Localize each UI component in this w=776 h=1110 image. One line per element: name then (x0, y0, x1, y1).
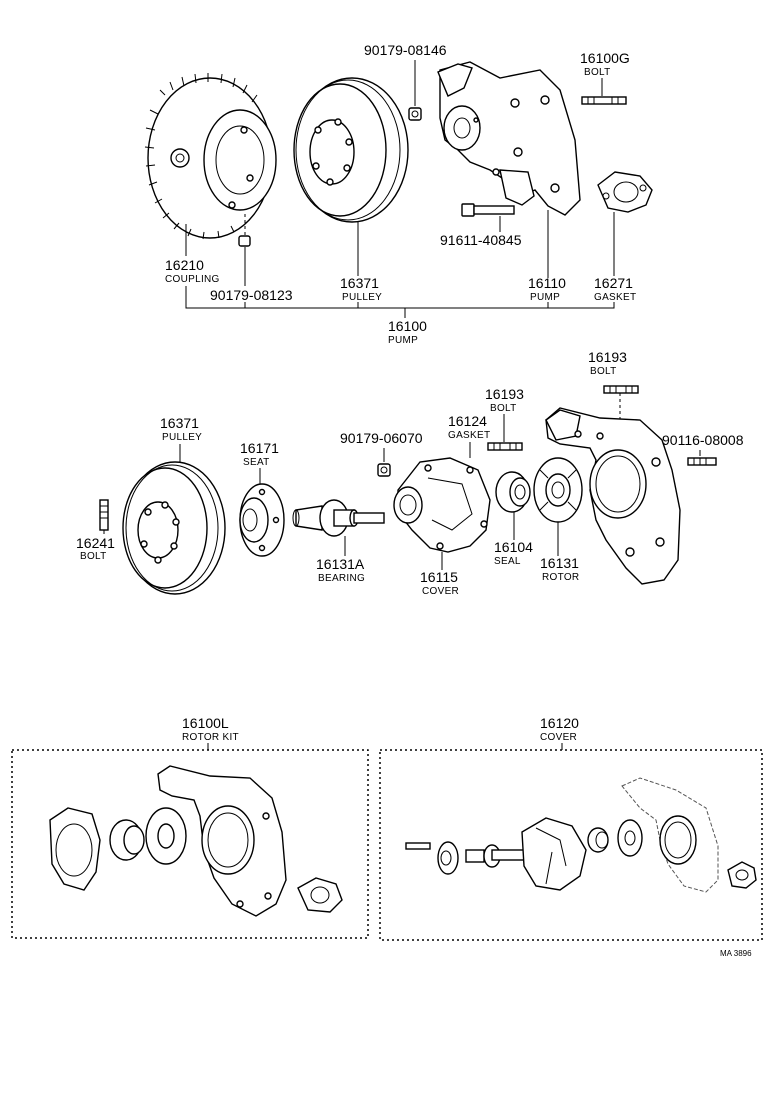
gasket-16271[interactable] (597, 171, 653, 213)
pulley-mid-part-number: 16371 (160, 415, 199, 431)
assembly-part-number: 16100 (388, 318, 427, 334)
nut-90179-08123[interactable] (238, 235, 251, 247)
rotor-part-number: 16131 (540, 555, 579, 571)
rotor-kit-part-number: 16100L (182, 715, 229, 731)
bolt-16193-mid[interactable] (487, 442, 523, 451)
rotor-label: ROTOR (542, 572, 579, 583)
bolt-top-label: BOLT (590, 366, 617, 377)
cover-16115[interactable] (393, 457, 491, 553)
nut-90179-08146[interactable] (408, 107, 422, 121)
pump-part-number: 16110 (528, 275, 566, 291)
rotor-kit-box (11, 749, 369, 939)
pulley-16371-top[interactable] (293, 77, 409, 223)
pulley-16371-exploded[interactable] (122, 461, 226, 595)
cover-kit-parts[interactable] (405, 777, 757, 893)
drawing-reference: MA 3896 (720, 949, 752, 958)
fan-coupling-16210[interactable] (144, 73, 277, 240)
stud-bolt-16100g[interactable] (581, 96, 627, 105)
seal-part-number: 16104 (494, 539, 533, 555)
coupling-label: COUPLING (165, 274, 220, 285)
seal-label: SEAL (494, 556, 521, 567)
bolt-mid-label: BOLT (490, 403, 517, 414)
rotor-kit-parts[interactable] (49, 765, 343, 917)
bolt-91611-40845[interactable] (461, 203, 515, 217)
pulley-top-label: PULLEY (342, 292, 382, 303)
coupling-part-number: 16210 (165, 257, 204, 273)
gasket-part-number: 16271 (594, 275, 633, 291)
bolt-g-label: BOLT (584, 67, 611, 78)
pulley-mid-label: PULLEY (162, 432, 202, 443)
bolt-40845-part-number: 91611-40845 (440, 232, 522, 248)
rotor-kit-label: ROTOR KIT (182, 732, 239, 743)
seat-16171[interactable] (239, 483, 285, 557)
seat-part-number: 16171 (240, 440, 279, 456)
pump-body-housing[interactable] (545, 407, 681, 585)
water-pump-16110[interactable] (437, 61, 581, 216)
bolt-16241[interactable] (99, 499, 109, 531)
gasket-label: GASKET (594, 292, 636, 303)
nut-06070-part-number: 90179-06070 (340, 430, 423, 446)
nut-08146-part-number: 90179-08146 (364, 42, 447, 58)
cover-kit-part-number: 16120 (540, 715, 579, 731)
stud-90116-08008[interactable] (687, 457, 717, 466)
assembly-label: PUMP (388, 335, 418, 346)
bearing-part-number: 16131A (316, 556, 365, 572)
gasket-mid-label: GASKET (448, 430, 490, 441)
cover-part-number: 16115 (420, 569, 458, 585)
bolt-16193-top[interactable] (603, 385, 639, 394)
bolt-mid-part-number: 16193 (485, 386, 524, 402)
bolt-top-part-number: 16193 (588, 349, 627, 365)
bolt-16241-label: BOLT (80, 551, 107, 562)
pump-label: PUMP (530, 292, 560, 303)
bearing-16131a[interactable] (292, 499, 385, 537)
stud-part-number: 90116-08008 (662, 432, 744, 448)
bolt-g-part-number: 16100G (580, 50, 630, 66)
rotor-16131[interactable] (533, 457, 583, 523)
cover-kit-label: COVER (540, 732, 577, 743)
seal-16104[interactable] (495, 471, 531, 513)
bolt-16241-part-number: 16241 (76, 535, 115, 551)
cover-label: COVER (422, 586, 459, 597)
seat-label: SEAT (243, 457, 270, 468)
nut-08123-part-number: 90179-08123 (210, 287, 293, 303)
pulley-top-part-number: 16371 (340, 275, 379, 291)
bearing-label: BEARING (318, 573, 365, 584)
cover-kit-box (379, 749, 763, 941)
nut-90179-06070[interactable] (377, 463, 391, 477)
gasket-mid-part-number: 16124 (448, 413, 487, 429)
